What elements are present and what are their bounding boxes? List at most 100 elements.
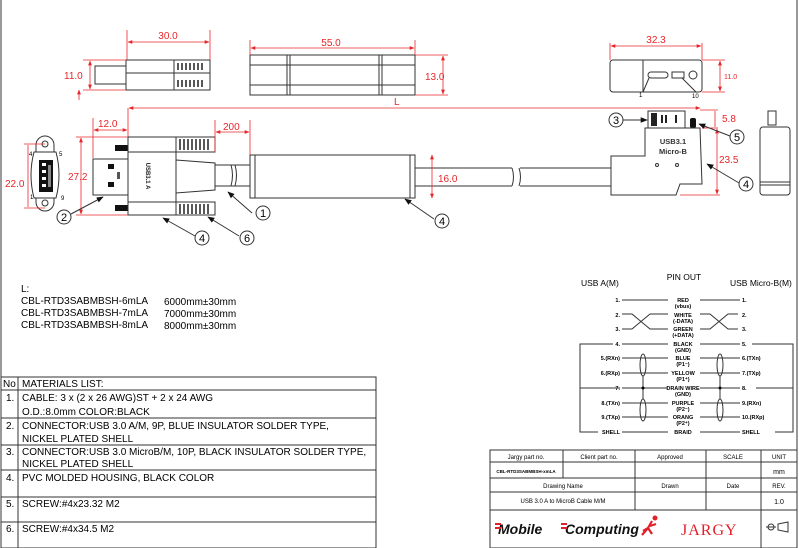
material-item: NICKEL PLATED SHELL [22, 459, 134, 470]
pin-left-label: 3. [615, 327, 620, 333]
wire-color-label: BRAID [674, 430, 691, 436]
pin-left-label: 9.(TXp) [601, 415, 620, 421]
usb-a-marking: USB3.1 A [144, 163, 150, 190]
pin-left-label: 4. [615, 342, 620, 348]
pin-label: 1 [639, 93, 643, 99]
pin-right-label: 9.(RXn) [742, 401, 761, 407]
pin-left-label: 1. [615, 298, 620, 304]
wire-color-label: PURPLE [672, 401, 695, 407]
length-part: CBL-RTD3SABMBSH-7mLA [21, 308, 148, 319]
pinout-left-header: USB A(M) [581, 278, 619, 288]
svg-text:1: 1 [260, 208, 266, 220]
overmold-top-view [249, 54, 416, 96]
dim-label: 13.0 [425, 72, 445, 83]
balloon-4b: 4 [404, 198, 450, 229]
pin-left-label: SHELL [602, 430, 621, 436]
rev-value: 1.0 [774, 499, 784, 506]
svg-text:Computing: Computing [565, 521, 639, 537]
microb-end-view [759, 110, 791, 196]
balloon-3: 3 [608, 112, 648, 128]
length-value: 8000mm±30mm [164, 321, 236, 332]
microb-plug-side: USB3.1 Micro-B [610, 110, 703, 196]
svg-text:3.: 3. [6, 447, 14, 458]
dim-overmold: 55.0 13.0 [249, 38, 448, 96]
material-item: CONNECTOR:USB 3.0 MicroB/M, 10P, BLACK I… [22, 447, 366, 458]
dim-label: 11.0 [724, 74, 737, 81]
dim-label: 23.5 [719, 155, 739, 166]
jargy-logo: JARGY [681, 522, 738, 539]
balloon-4a: 4 [162, 217, 210, 246]
svg-text:1.: 1. [6, 393, 14, 404]
length-part: CBL-RTD3SABMBSH-6mLA [21, 296, 148, 307]
microb-marking: Micro-B [659, 147, 688, 156]
projection-symbol-icon [766, 521, 789, 533]
wire-signal-label: (GND) [675, 348, 691, 354]
dim-top-plug: 30.0 11.0 [64, 30, 211, 91]
svg-text:4: 4 [439, 216, 445, 228]
approved-label: Approved [657, 455, 683, 461]
svg-text:5.: 5. [6, 499, 14, 510]
wire-color-label: YELLOW [671, 371, 695, 377]
dim-label: 200 [223, 122, 240, 133]
pin-label: 1 [30, 195, 34, 201]
pin-label: 9 [61, 196, 65, 202]
mobile-computing-logo: Mobile Computing [495, 515, 658, 537]
materials-header: MATERIALS LIST: [22, 379, 104, 390]
length-part: CBL-RTD3SABMBSH-8mLA [21, 320, 148, 331]
wire-signal-label: (-DATA) [673, 319, 693, 325]
wire-color-label: WHITE [674, 313, 692, 319]
svg-text:4: 4 [743, 179, 749, 191]
rev-label: REV. [772, 484, 786, 490]
client-part-label: Client part no. [580, 455, 618, 461]
microb-top-view: 1 10 [609, 59, 703, 100]
pin-right-label: 6.(TXn) [742, 356, 761, 362]
balloon-4c: 4 [706, 163, 754, 192]
material-item: CABLE: 3 x (2 x 26 AWG)ST + 2 x 24 AWG [22, 393, 213, 404]
drawn-label: Drawn [661, 484, 678, 490]
pin-right-label: 7.(TXp) [742, 371, 761, 377]
wire-signal-label: (P2⁺) [676, 420, 689, 427]
material-item: CONNECTOR:USB 3.0 A/M, 9P, BLUE INSULATO… [22, 421, 329, 432]
dim-label: 11.0 [64, 71, 83, 82]
wire-signal-label: (vbus) [675, 304, 692, 310]
wire-color-label: DRAIN WIRE [666, 386, 700, 392]
drawing-name-label: Drawing Name [543, 484, 583, 490]
balloon-6: 6 [207, 216, 255, 246]
dim-end-view: 22.0 [5, 143, 45, 209]
dim-label: 30.0 [158, 31, 178, 42]
pin-right-label: 5. [742, 342, 747, 348]
wire-signal-label: (P1⁻) [676, 362, 689, 368]
unit-value: mm [773, 469, 785, 476]
material-item: SCREW:#4x23.32 M2 [22, 499, 120, 510]
material-item: O.D.:8.0mm COLOR:BLACK [22, 407, 150, 418]
drawing-name-value: USB 3.0 A to MicroB Cable M/M [520, 499, 605, 505]
dim-label: 12.0 [98, 119, 118, 130]
svg-text:5: 5 [734, 132, 740, 144]
length-value: 6000mm±30mm [164, 297, 236, 308]
date-label: Date [727, 484, 740, 490]
balloon-1: 1 [227, 191, 271, 221]
material-item: PVC MOLDED HOUSING, BLACK COLOR [22, 473, 214, 484]
pin-right-label: 3. [742, 327, 747, 333]
wire-color-label: ORANG [673, 415, 693, 421]
scale-label: SCALE [723, 455, 743, 461]
microb-marking: USB3.1 [660, 137, 686, 146]
usb-a-top-view [94, 59, 211, 91]
pin-right-label: 2. [742, 313, 747, 319]
svg-text:4.: 4. [6, 473, 14, 484]
wire-color-label: GREEN [673, 327, 693, 333]
svg-text:6: 6 [244, 233, 250, 245]
material-item: SCREW:#4x34.5 M2 [22, 524, 115, 535]
pinout-title: PIN OUT [667, 272, 701, 282]
title-block: Jargy part no. Client part no. Approved … [489, 449, 798, 548]
cable-segment-2 [415, 167, 612, 187]
wire-signal-label: (+DATA) [672, 333, 694, 339]
wire-signal-label: (GND) [675, 392, 691, 398]
pin-right-label: 10.(RXp) [742, 415, 764, 421]
material-item: NICKEL PLATED SHELL [22, 434, 134, 445]
cable-segment [215, 164, 250, 187]
pin-label: 10 [692, 94, 699, 100]
jargy-part-label: Jargy part no. [508, 455, 545, 461]
